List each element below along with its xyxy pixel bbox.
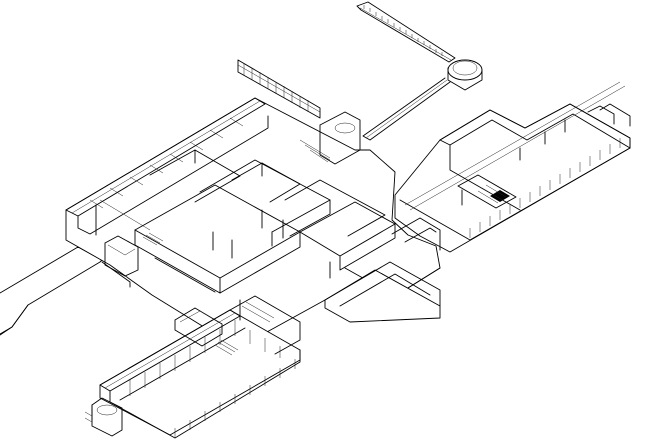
east-wing <box>394 81 631 253</box>
north-walkway <box>356 1 483 141</box>
southwest-wing <box>84 295 301 439</box>
upper-balcony <box>237 59 321 119</box>
central-block <box>65 97 441 349</box>
southeast-block <box>324 217 441 323</box>
